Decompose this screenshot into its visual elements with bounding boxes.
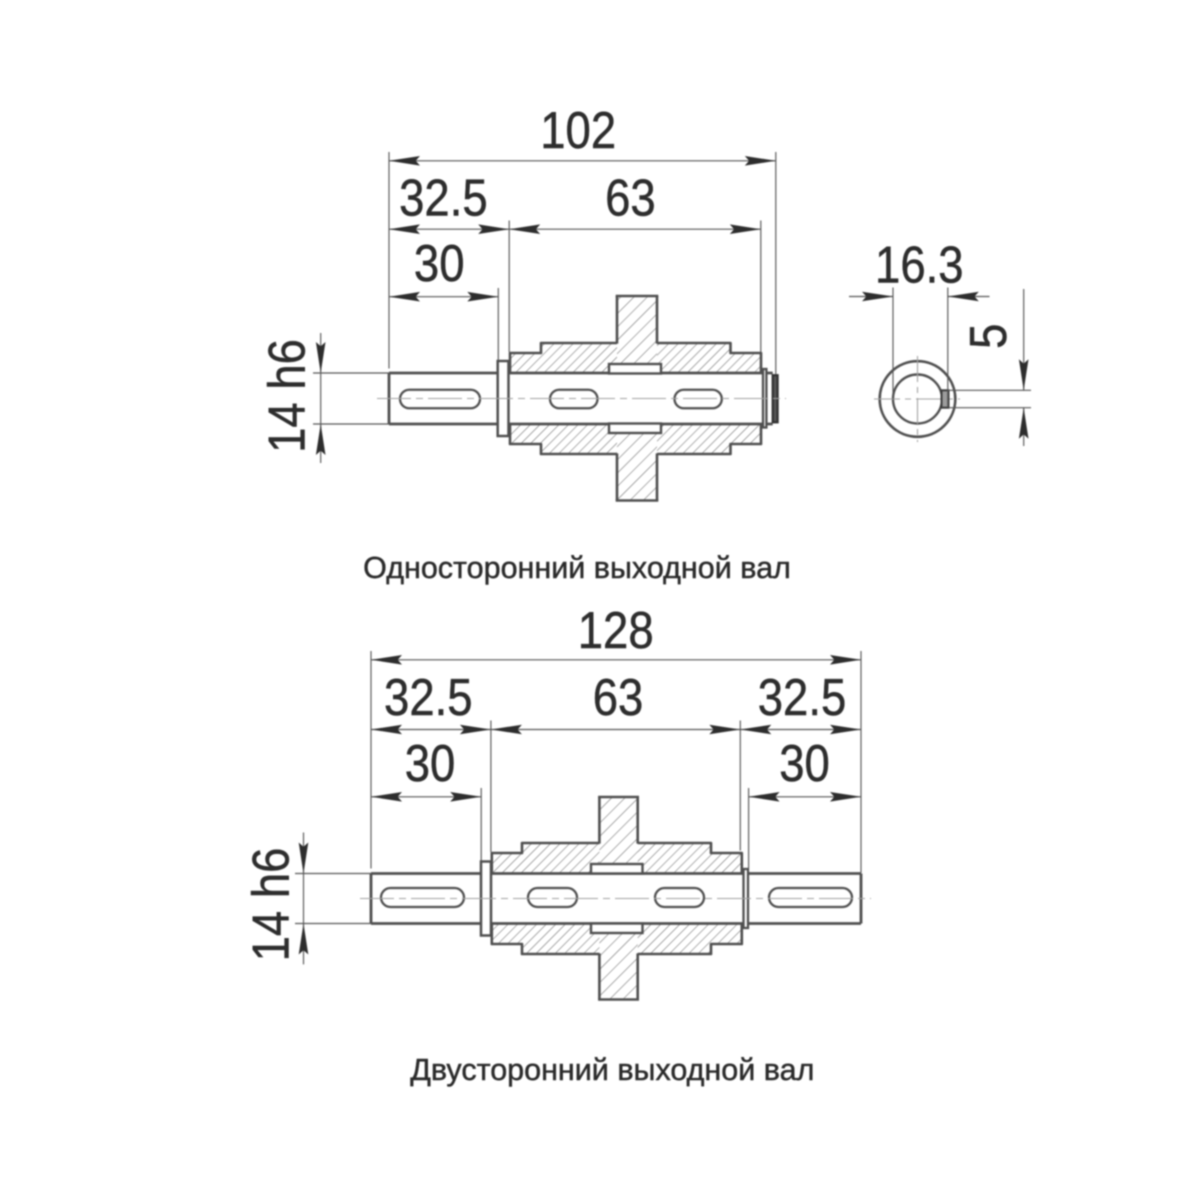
svg-text:30: 30 [405, 735, 456, 792]
svg-text:16.3: 16.3 [875, 237, 964, 294]
svg-text:32.5: 32.5 [758, 669, 847, 726]
svg-text:102: 102 [540, 102, 616, 159]
svg-text:30: 30 [414, 235, 465, 292]
svg-text:63: 63 [605, 170, 656, 227]
svg-text:32.5: 32.5 [399, 170, 488, 227]
svg-text:30: 30 [779, 735, 830, 792]
svg-text:14 h6: 14 h6 [243, 848, 300, 962]
svg-text:14 h6: 14 h6 [259, 339, 316, 453]
svg-text:Односторонний выходной вал: Односторонний выходной вал [363, 551, 791, 585]
svg-text:128: 128 [578, 602, 654, 659]
svg-text:Двусторонний выходной вал: Двусторонний выходной вал [410, 1053, 814, 1087]
svg-text:5: 5 [960, 324, 1017, 349]
svg-text:63: 63 [593, 669, 644, 726]
svg-text:32.5: 32.5 [384, 669, 473, 726]
